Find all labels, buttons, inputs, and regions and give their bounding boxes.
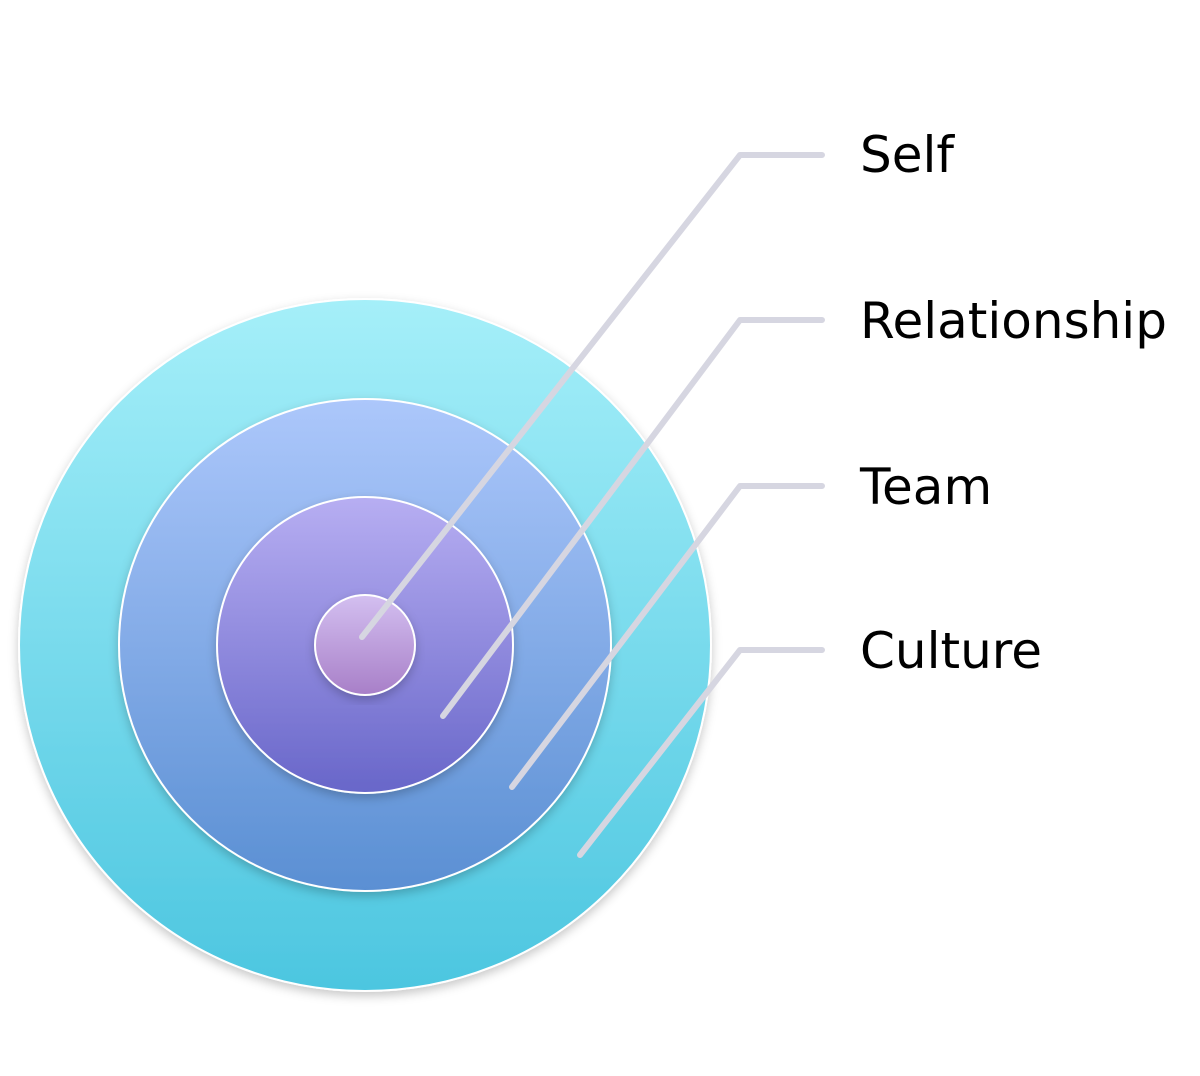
leader-line-self — [359, 152, 825, 640]
label-self: Self — [860, 126, 955, 184]
leader-line-relationship — [440, 317, 825, 719]
leader-line-team — [509, 483, 825, 790]
ring-self — [314, 594, 416, 696]
leader-line-culture — [577, 647, 825, 858]
label-relationship: Relationship — [860, 292, 1167, 350]
label-team: Team — [859, 458, 992, 516]
label-culture: Culture — [860, 622, 1042, 680]
